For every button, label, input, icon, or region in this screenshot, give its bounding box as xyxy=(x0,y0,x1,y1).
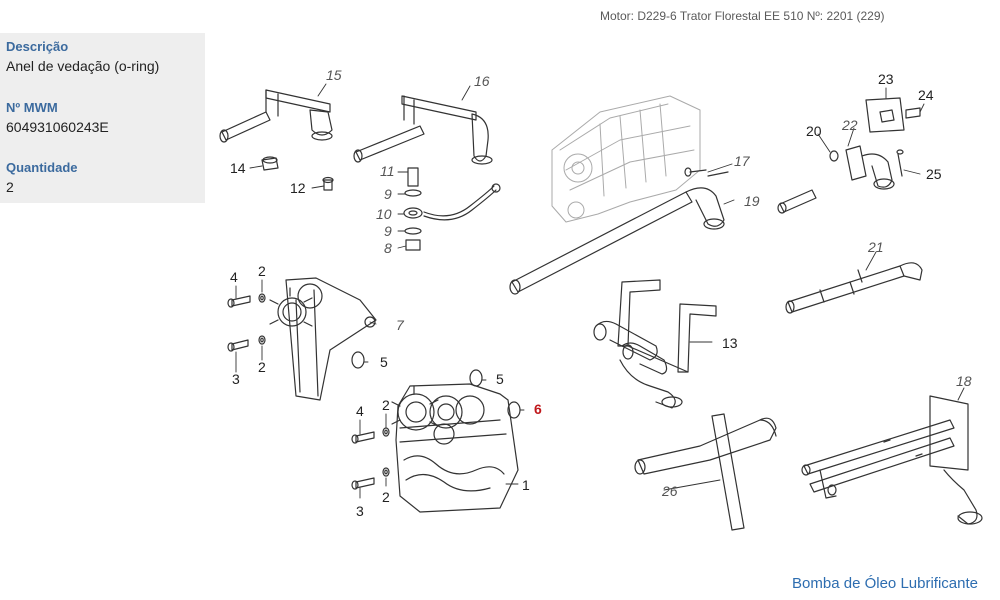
callout-2a[interactable]: 2 xyxy=(258,263,266,279)
callout-26[interactable]: 26 xyxy=(661,483,678,499)
callout-2d[interactable]: 2 xyxy=(382,489,390,505)
part-info-panel: Descrição Anel de vedação (o-ring) Nº MW… xyxy=(0,33,205,203)
callout-12[interactable]: 12 xyxy=(290,180,306,196)
callout-2b[interactable]: 2 xyxy=(258,359,266,375)
quantity-label: Quantidade xyxy=(6,160,78,175)
description-label: Descrição xyxy=(6,39,69,54)
mwm-number-value: 604931060243E xyxy=(6,119,109,135)
callout-2c[interactable]: 2 xyxy=(382,397,390,413)
callout-9a[interactable]: 9 xyxy=(384,186,392,202)
callout-20[interactable]: 20 xyxy=(806,123,822,139)
bolts-and-washers-drawing[interactable] xyxy=(227,293,390,490)
part-12-drawing[interactable] xyxy=(322,176,334,191)
callout-3a[interactable]: 3 xyxy=(232,371,240,387)
part-18-drawing[interactable] xyxy=(801,395,983,525)
callout-leader-lines xyxy=(235,83,965,499)
callout-10[interactable]: 10 xyxy=(376,206,392,222)
callout-16[interactable]: 16 xyxy=(474,73,490,89)
callout-5b[interactable]: 5 xyxy=(496,371,504,387)
part-1-drawing[interactable] xyxy=(391,383,519,513)
part-7-drawing[interactable] xyxy=(269,277,377,401)
callout-11[interactable]: 11 xyxy=(380,163,395,179)
description-value: Anel de vedação (o-ring) xyxy=(6,58,160,74)
o-ring-5-drawing[interactable] xyxy=(351,351,483,387)
callout-25[interactable]: 25 xyxy=(926,166,942,182)
page-header-title: Motor: D229-6 Trator Florestal EE 510 Nº… xyxy=(600,9,885,23)
callout-14[interactable]: 14 xyxy=(230,160,246,176)
callout-24[interactable]: 24 xyxy=(918,87,934,103)
callout-6-highlighted[interactable]: 6 xyxy=(534,401,542,417)
callout-1[interactable]: 1 xyxy=(522,477,530,493)
callout-9b[interactable]: 9 xyxy=(384,223,392,239)
part-20-25-drawing[interactable] xyxy=(777,97,921,214)
callout-3b[interactable]: 3 xyxy=(356,503,364,519)
mwm-number-label: Nº MWM xyxy=(6,100,58,115)
part-21-drawing[interactable] xyxy=(785,262,923,314)
callout-22[interactable]: 22 xyxy=(841,117,858,133)
part-15-drawing[interactable] xyxy=(219,89,333,143)
callout-18[interactable]: 18 xyxy=(956,373,972,389)
callout-8[interactable]: 8 xyxy=(384,240,392,256)
part-16-drawing[interactable] xyxy=(353,95,493,165)
callout-17[interactable]: 17 xyxy=(734,153,751,169)
callout-4b[interactable]: 4 xyxy=(356,403,364,419)
callout-15[interactable]: 15 xyxy=(326,67,342,83)
part-26-drawing[interactable] xyxy=(634,413,777,531)
callout-23[interactable]: 23 xyxy=(878,71,894,87)
callout-19[interactable]: 19 xyxy=(744,193,760,209)
part-14-drawing[interactable] xyxy=(261,156,279,171)
callout-4a[interactable]: 4 xyxy=(230,269,238,285)
engine-block-outline xyxy=(551,95,701,223)
part-13-drawing[interactable] xyxy=(593,279,717,409)
part-17-drawing[interactable] xyxy=(684,167,707,177)
callout-7[interactable]: 7 xyxy=(396,317,405,333)
callout-5a[interactable]: 5 xyxy=(380,354,388,370)
callout-13[interactable]: 13 xyxy=(722,335,738,351)
quantity-value: 2 xyxy=(6,179,14,195)
section-link-oil-pump[interactable]: Bomba de Óleo Lubrificante xyxy=(792,575,978,592)
part-19-drawing[interactable] xyxy=(509,171,729,295)
callout-21[interactable]: 21 xyxy=(867,239,884,255)
part-8-11-stack-drawing[interactable] xyxy=(403,167,501,251)
